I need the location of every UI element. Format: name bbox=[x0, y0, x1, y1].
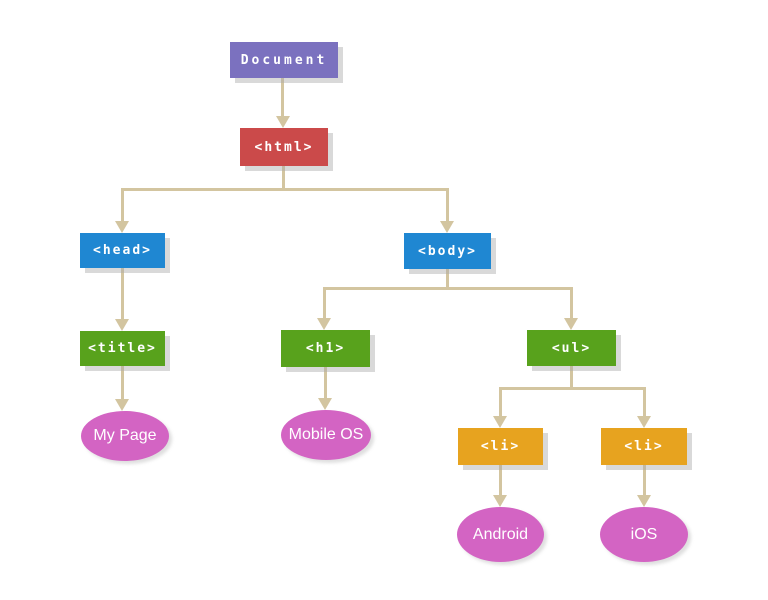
node-html-tag: <html> bbox=[240, 128, 328, 166]
connector-ul-stem bbox=[570, 366, 573, 389]
connector-ul-branch bbox=[499, 387, 646, 390]
node-text-android: Android bbox=[457, 507, 544, 562]
connector-document-html bbox=[281, 78, 284, 118]
node-h1-tag: <h1> bbox=[281, 330, 370, 367]
node-text-mobile-os: Mobile OS bbox=[281, 410, 371, 460]
arrowhead-h1 bbox=[317, 318, 331, 330]
node-body-tag: <body> bbox=[404, 233, 491, 269]
arrowhead-title bbox=[115, 319, 129, 331]
arrowhead-li1 bbox=[493, 416, 507, 428]
arrowhead-ul bbox=[564, 318, 578, 330]
arrowhead-li2 bbox=[637, 416, 651, 428]
connector-li1-android bbox=[499, 465, 502, 495]
node-li-tag-2: <li> bbox=[601, 428, 687, 465]
connector-title-mypage bbox=[121, 366, 124, 400]
arrowhead-html bbox=[276, 116, 290, 128]
connector-html-body bbox=[446, 188, 449, 222]
connector-ul-li1 bbox=[499, 387, 502, 416]
arrowhead-ios bbox=[637, 495, 651, 507]
connector-ul-li2 bbox=[643, 387, 646, 416]
arrowhead-mobileos bbox=[318, 398, 332, 410]
arrowhead-head bbox=[115, 221, 129, 233]
node-head-tag: <head> bbox=[80, 233, 165, 268]
node-text-my-page: My Page bbox=[81, 411, 169, 461]
connector-html-head bbox=[121, 188, 124, 222]
connector-h1-mobileos bbox=[324, 367, 327, 399]
node-li-tag-1: <li> bbox=[458, 428, 543, 465]
connector-head-title bbox=[121, 268, 124, 320]
arrowhead-mypage bbox=[115, 399, 129, 411]
node-title-tag: <title> bbox=[80, 331, 165, 366]
arrowhead-body bbox=[440, 221, 454, 233]
connector-html-stem bbox=[282, 166, 285, 191]
arrowhead-android bbox=[493, 495, 507, 507]
connector-body-branch bbox=[323, 287, 573, 290]
connector-body-stem bbox=[446, 269, 449, 290]
node-document: Document bbox=[230, 42, 338, 78]
connector-body-ul bbox=[570, 287, 573, 319]
node-ul-tag: <ul> bbox=[527, 330, 616, 366]
connector-body-h1 bbox=[323, 287, 326, 319]
connector-li2-ios bbox=[643, 465, 646, 495]
connector-html-branch bbox=[121, 188, 449, 191]
node-text-ios: iOS bbox=[600, 507, 688, 562]
